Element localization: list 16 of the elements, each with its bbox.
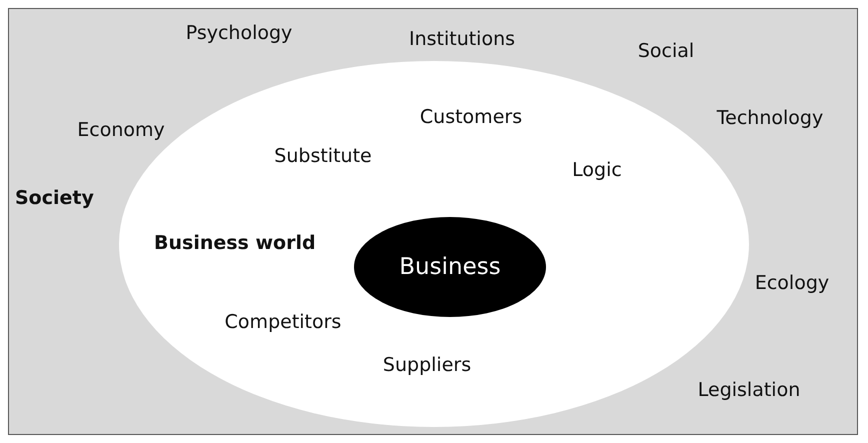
factor-label: Suppliers bbox=[382, 354, 472, 376]
society-area bbox=[8, 8, 858, 435]
factor-label: Social bbox=[638, 40, 694, 62]
factor-label: Economy bbox=[77, 119, 165, 141]
area-title: Business bbox=[399, 254, 501, 280]
area-title: Society bbox=[15, 187, 94, 209]
factor-label: Logic bbox=[572, 159, 622, 181]
area-title: Business world bbox=[154, 232, 316, 254]
factor-label: Ecology bbox=[754, 272, 830, 294]
factor-label: Substitute bbox=[274, 145, 372, 167]
factor-label: Legislation bbox=[698, 379, 800, 401]
factor-label: Institutions bbox=[408, 28, 516, 50]
factor-label: Psychology bbox=[186, 22, 292, 44]
factor-label: Competitors bbox=[224, 311, 342, 333]
factor-label: Technology bbox=[716, 107, 824, 129]
factor-label: Customers bbox=[420, 106, 522, 128]
